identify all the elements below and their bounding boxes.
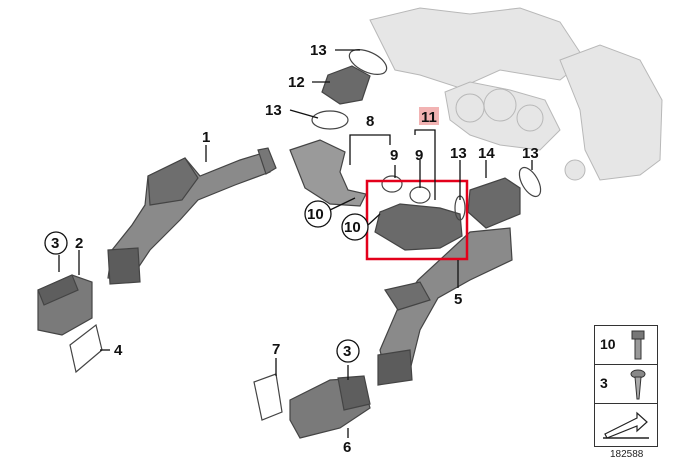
callout-8: 8: [366, 113, 374, 130]
air-duct-part-1: [107, 147, 277, 285]
legend-label-10: 10: [600, 336, 616, 352]
duct-end-part-2: [37, 274, 93, 336]
fastener-legend: 10 3: [594, 325, 658, 447]
callout-11: 11: [421, 109, 437, 126]
callout-4: 4: [114, 342, 123, 359]
callout-13-right2: 13: [522, 145, 539, 162]
callout-2: 2: [75, 235, 83, 252]
callout-3-left: 3: [51, 235, 59, 252]
callout-7: 7: [272, 341, 280, 358]
callout-10-right: 10: [344, 219, 361, 236]
legend-row-screw: 3: [595, 365, 657, 404]
leader-lines: [58, 49, 533, 438]
air-duct-part-5: [377, 227, 513, 386]
callout-6: 6: [343, 439, 351, 456]
duct-part-6: [289, 375, 371, 439]
callout-3-lower: 3: [343, 343, 351, 360]
gasket-part-7: [253, 373, 283, 421]
hose-part-14: [454, 166, 542, 229]
intake-pipe-part-8: [289, 139, 367, 207]
callout-1: 1: [202, 129, 210, 146]
legend-label-3: 3: [600, 375, 608, 391]
screw-icon: [630, 369, 646, 400]
engine-background: [369, 7, 663, 181]
bolt-icon: [631, 330, 645, 360]
callouts: 1 2 3 4 5 6 7 3 13 12 13 8 9 9 11 13 14 …: [44, 42, 539, 456]
callout-9-right: 9: [415, 147, 423, 164]
callout-10-left: 10: [307, 206, 324, 223]
highlight-box: [365, 179, 469, 261]
hose-part-12: [311, 49, 388, 130]
callout-5: 5: [454, 291, 462, 308]
gasket-part-4: [69, 323, 103, 374]
arrow-icon: [603, 411, 649, 439]
callout-9-left: 9: [390, 147, 398, 164]
document-id: 182588: [610, 449, 644, 460]
callout-13-top: 13: [310, 42, 327, 59]
callout-14: 14: [478, 145, 495, 162]
callout-13-right1: 13: [450, 145, 467, 162]
legend-row-bolt: 10: [595, 326, 657, 365]
callout-12: 12: [288, 74, 305, 91]
legend-row-direction: [595, 404, 657, 442]
callout-13-mid: 13: [265, 102, 282, 119]
hose-part-11: [374, 175, 463, 251]
